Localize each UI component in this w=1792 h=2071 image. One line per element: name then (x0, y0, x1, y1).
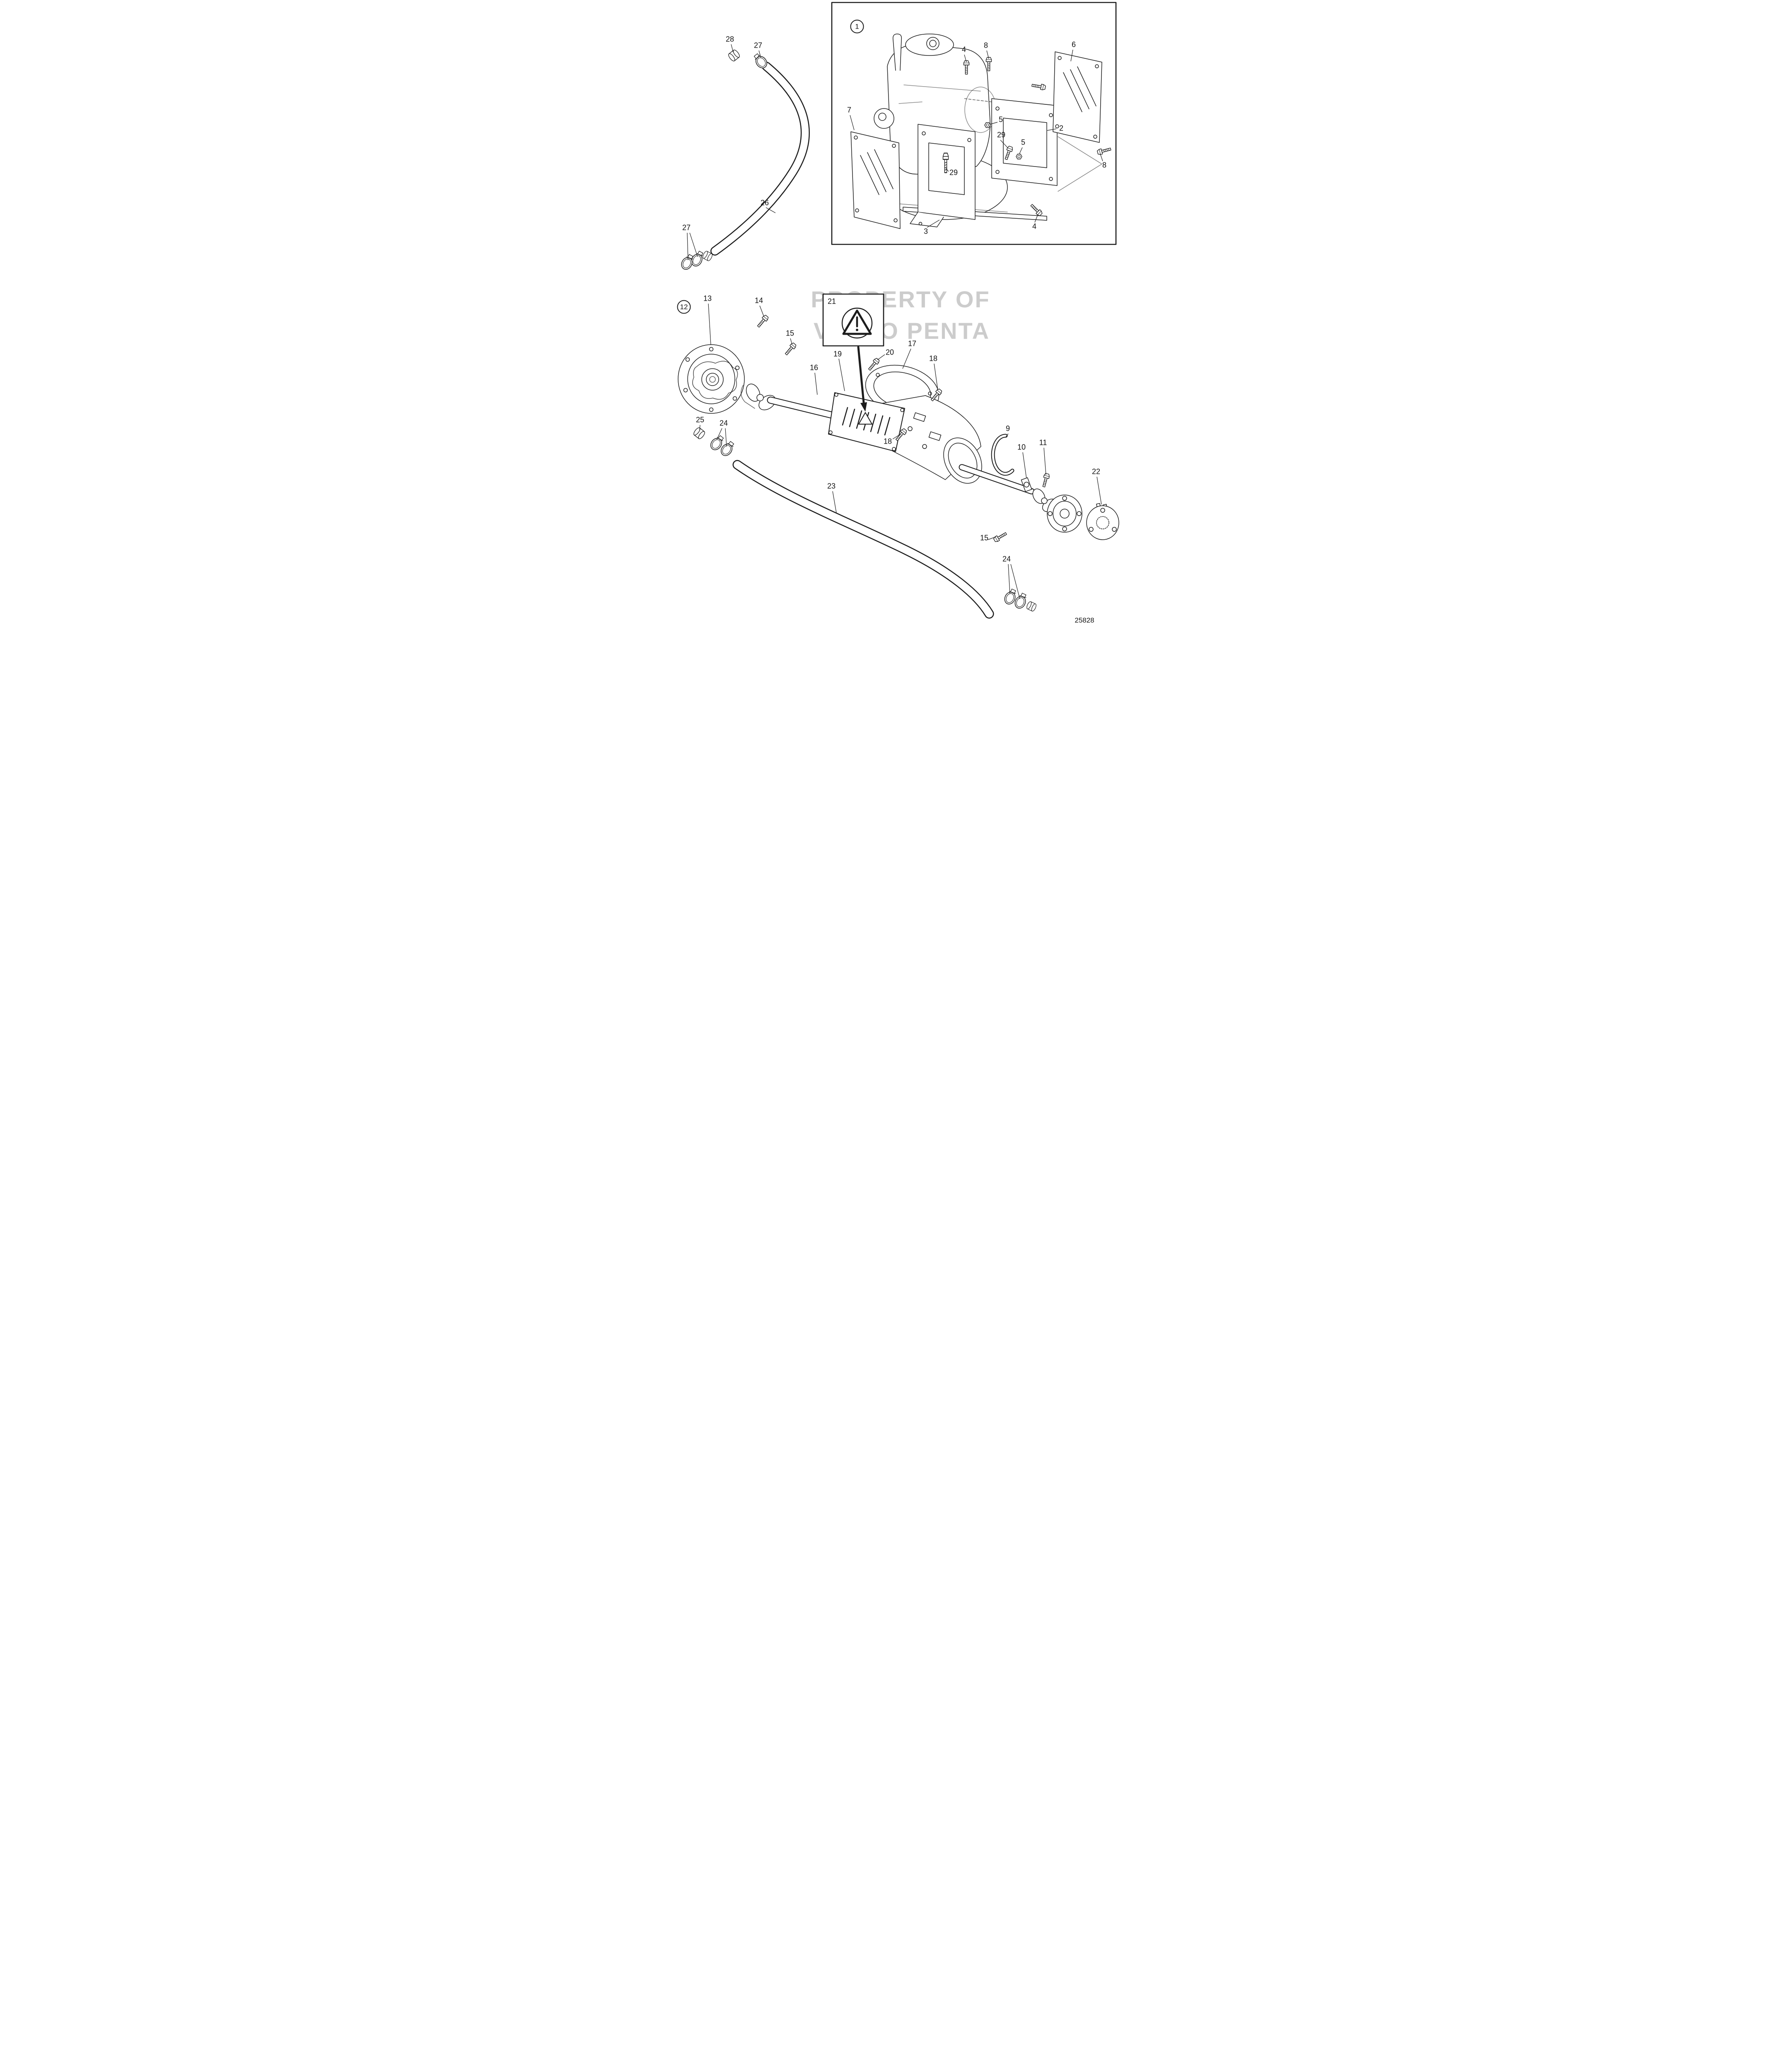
part-callout: 16 (809, 363, 819, 372)
part-callout: 28 (725, 35, 734, 43)
part-callout: 5 (1021, 138, 1026, 147)
part-callout: 22 (1092, 467, 1101, 476)
view-number-1: 1 (850, 19, 864, 34)
part-callout: 20 (885, 348, 894, 357)
main-assembly-drawing (678, 314, 1119, 619)
inset-engine-drawing (831, 2, 1117, 245)
part-callout: 15 (785, 329, 795, 338)
part-callout: 29 (949, 168, 958, 177)
arrow-head-icon (860, 402, 867, 412)
part-callout: 13 (703, 294, 712, 303)
part-callout: 23 (827, 482, 836, 490)
part-callout: 10 (1017, 443, 1026, 451)
part-callout: 4 (961, 45, 966, 54)
part-callout: 29 (997, 130, 1006, 139)
part-callout: 27 (754, 41, 763, 50)
part-callout: 25 (696, 415, 705, 424)
part-callout: 9 (1005, 424, 1010, 433)
part-callout: 18 (929, 354, 938, 363)
part-callout: 18 (883, 437, 892, 446)
part-callout: 4 (1032, 222, 1037, 231)
view-number-12: 12 (677, 300, 691, 314)
hose-assembly-drawing (679, 48, 810, 272)
part-callout: 8 (1102, 161, 1107, 169)
parts-diagram-drawing: PROPERTY OF VOLVO PENTA (678, 2, 1119, 619)
part-callout: 8 (983, 41, 988, 50)
part-callout: 19 (833, 350, 842, 358)
part-callout: 3 (923, 227, 928, 236)
part-callout: 11 (1039, 438, 1047, 447)
part-callout: 14 (754, 296, 763, 305)
part-callout: 15 (980, 533, 989, 542)
part-callout: 17 (908, 339, 917, 348)
part-callout: 26 (760, 198, 769, 207)
part-callout: 7 (847, 106, 852, 114)
part-callout: 24 (719, 419, 728, 427)
warning-box-number: 21 (827, 297, 836, 306)
part-callout: 24 (1002, 555, 1011, 563)
callout-leader-lines (687, 44, 1103, 599)
part-callout: 6 (1071, 40, 1076, 49)
warning-box-drawing (822, 293, 884, 412)
part-callout: 5 (998, 115, 1003, 124)
drawing-number: 25828 (1075, 616, 1094, 624)
part-callout: 27 (682, 223, 691, 232)
part-callout: 2 (1059, 124, 1064, 133)
parts-diagram-page: PROPERTY OF VOLVO PENTA (672, 0, 1120, 631)
